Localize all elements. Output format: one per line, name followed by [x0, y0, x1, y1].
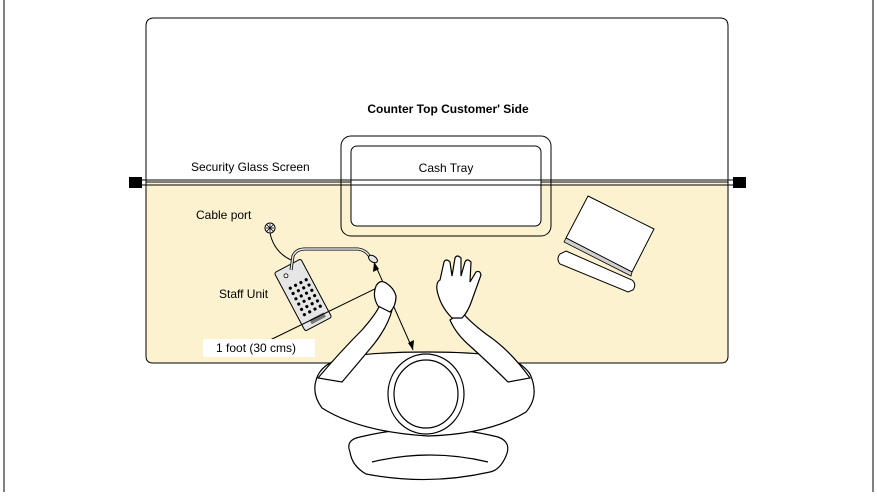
- monitor-icon: [563, 195, 655, 277]
- diagram-title: Counter Top Customer' Side: [367, 102, 529, 116]
- right-arm: [449, 311, 532, 383]
- cable-port-label: Cable port: [196, 208, 252, 222]
- cash-tray-label: Cash Tray: [419, 161, 474, 175]
- staff-unit-label: Staff Unit: [219, 287, 269, 301]
- chair-back: [348, 427, 509, 481]
- distance-label: 1 foot (30 cms): [216, 341, 296, 355]
- cable-port-icon: [264, 222, 276, 234]
- staff-person-figure: [314, 255, 535, 481]
- cash-tray-inner: [350, 145, 542, 227]
- glass-bracket-right: [733, 177, 746, 188]
- microphone-head: [368, 254, 378, 264]
- cash-tray-outer: [340, 135, 552, 237]
- security-glass-label: Security Glass Screen: [191, 160, 310, 174]
- right-hand: [436, 255, 482, 319]
- port-cable: [269, 232, 292, 261]
- keyboard-icon: [557, 250, 636, 293]
- staff-unit-device: [274, 259, 332, 331]
- microphone-gooseneck-highlight: [290, 248, 371, 271]
- head: [387, 353, 465, 435]
- distance-leader-line: [265, 282, 388, 343]
- distance-label-box: [203, 339, 315, 357]
- chair-seam: [371, 454, 489, 463]
- left-hand: [373, 280, 397, 313]
- head-inner-outline: [393, 359, 459, 429]
- glass-bracket-left: [129, 177, 142, 188]
